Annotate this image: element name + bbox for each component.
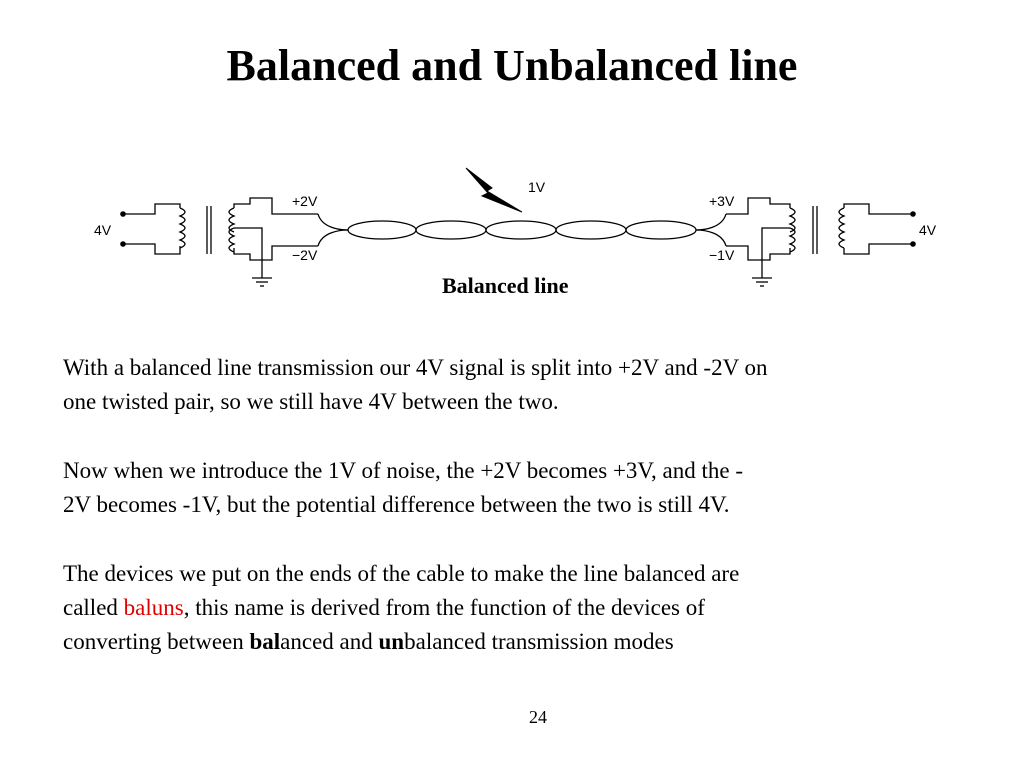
paragraph-line: 2V becomes -1V, but the potential differ… — [63, 492, 730, 517]
paragraph-balanced-split: With a balanced line transmission our 4V… — [63, 351, 963, 419]
text-run: balanced transmission modes — [404, 629, 674, 654]
left-minus-label: −2V — [292, 247, 318, 263]
text-run: anced and — [280, 629, 379, 654]
right-plus-label: +3V — [709, 193, 735, 209]
slide-title: Balanced and Unbalanced line — [226, 41, 798, 90]
paragraph-line: called baluns, this name is derived from… — [63, 591, 963, 625]
text-run: called — [63, 595, 124, 620]
paragraph-line: Now when we introduce the 1V of noise, t… — [63, 458, 744, 483]
right-minus-label: −1V — [709, 247, 735, 263]
text-run: , this name is derived from the function… — [183, 595, 705, 620]
paragraph-line: The devices we put on the ends of the ca… — [63, 561, 740, 586]
left-input-label: 4V — [94, 222, 112, 238]
terminal-dots — [120, 211, 916, 247]
baluns-highlight: baluns — [123, 595, 184, 620]
bold-un: un — [378, 629, 405, 654]
paragraph-line: one twisted pair, so we still have 4V be… — [63, 389, 559, 414]
paragraph-baluns: The devices we put on the ends of the ca… — [63, 557, 963, 659]
right-balun — [726, 197, 913, 287]
left-plus-label: +2V — [292, 193, 318, 209]
noise-lightning-icon — [465, 167, 523, 213]
right-output-label: 4V — [919, 222, 937, 238]
text-run: converting between — [63, 629, 250, 654]
left-balun — [123, 197, 318, 287]
twisted-pair-cable — [317, 213, 727, 247]
bold-bal: bal — [249, 629, 281, 654]
page-number: 24 — [529, 707, 547, 727]
balanced-line-diagram: 4V +2V −2V 1V +3V −1V 4V — [94, 167, 937, 287]
diagram-caption: Balanced line — [442, 273, 569, 298]
paragraph-noise-effect: Now when we introduce the 1V of noise, t… — [63, 454, 963, 522]
paragraph-line: converting between balanced and unbalanc… — [63, 625, 963, 659]
noise-label: 1V — [528, 179, 546, 195]
paragraph-line: With a balanced line transmission our 4V… — [63, 355, 768, 380]
